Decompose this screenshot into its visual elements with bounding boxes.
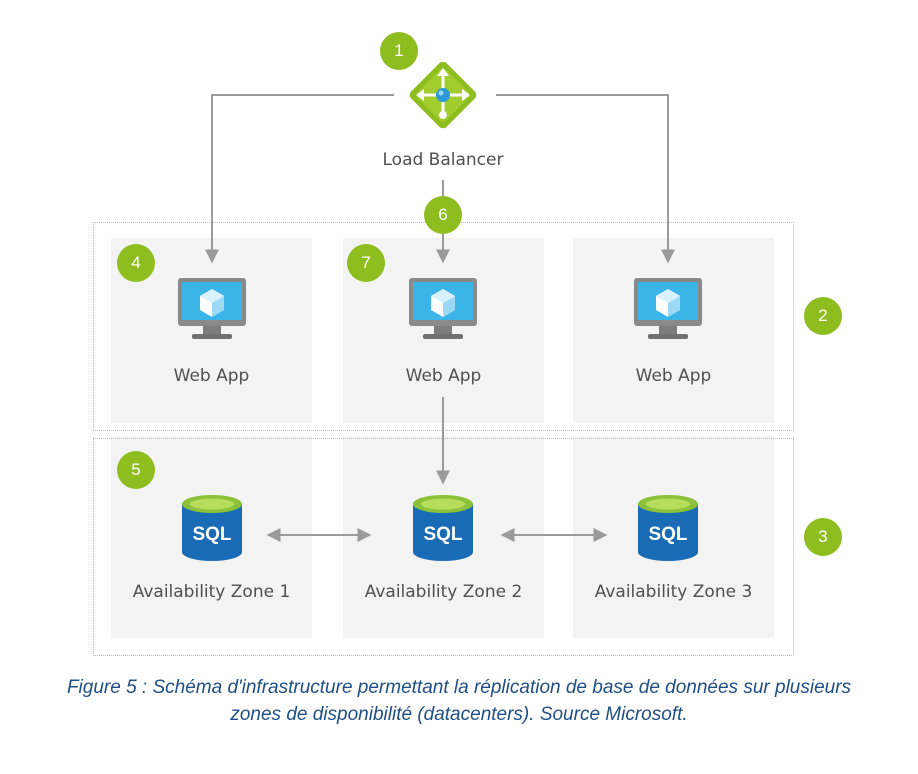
sql-text: SQL [648,524,687,545]
load-balancer-icon [409,61,477,129]
badge-3: 3 [804,518,842,556]
badge-1: 1 [380,32,418,70]
availability-zone-1-label: Availability Zone 1 [132,582,291,602]
web-app-label-1: Web App [173,366,250,386]
web-app-label-2: Web App [405,366,482,386]
sql-text: SQL [192,524,231,545]
monitor-cube-icon [634,278,702,339]
caption-line-2: zones de disponibilité (datacenters). So… [230,704,688,725]
caption-line-1: Figure 5 : Schéma d'infrastructure perme… [66,677,852,698]
sql-text: SQL [423,524,462,545]
badge-4: 4 [117,244,155,282]
sql-database-icon: SQL [638,495,698,561]
badge-6: 6 [424,196,462,234]
sql-database-icon: SQL [413,495,473,561]
badge-5: 5 [117,451,155,489]
connector-lb-to-webapp-3 [496,94,675,264]
monitor-cube-icon [409,278,477,339]
load-balancer-label: Load Balancer [382,150,504,170]
figure-caption: Figure 5 : Schéma d'infrastructure perme… [0,674,918,728]
connector-lb-to-webapp-1 [205,94,394,264]
web-app-label-3: Web App [635,366,712,386]
sql-database-icon: SQL [182,495,242,561]
availability-zone-3-label: Availability Zone 3 [594,582,753,602]
badge-7: 7 [347,244,385,282]
availability-zone-2-label: Availability Zone 2 [364,582,523,602]
monitor-cube-icon [178,278,246,339]
badge-2: 2 [804,297,842,335]
